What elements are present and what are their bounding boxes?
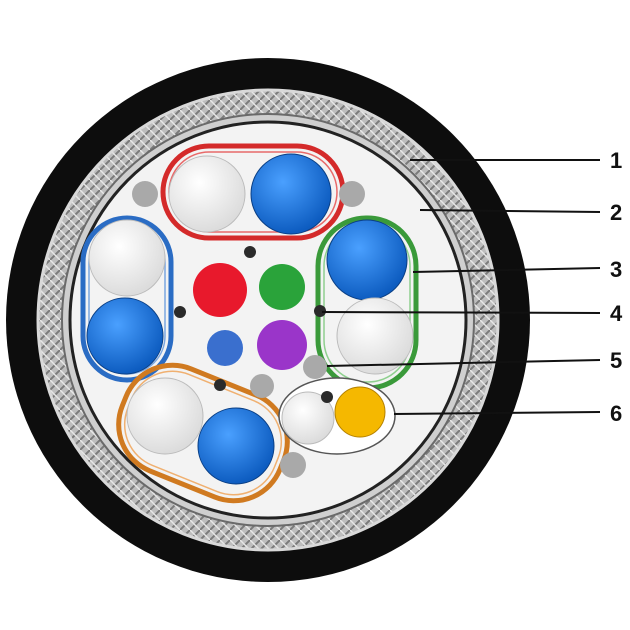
callout-line-4	[321, 311, 601, 314]
callout-label-5: 5	[610, 348, 622, 373]
callout-label-1: 1	[610, 148, 622, 173]
filler	[250, 374, 274, 398]
drain-wire	[314, 305, 326, 317]
callout-lines	[321, 159, 601, 415]
twisted-pair-blue	[80, 215, 174, 383]
drain-wire	[321, 391, 333, 403]
filler	[280, 452, 306, 478]
callout-label-3: 3	[610, 257, 622, 282]
conductor-white	[336, 297, 414, 375]
conductor-white	[281, 391, 335, 445]
callout-line-6	[393, 411, 601, 415]
filler	[339, 181, 365, 207]
filler	[132, 181, 158, 207]
filler	[303, 355, 327, 379]
conductor-white	[168, 155, 246, 233]
drain-wires	[174, 246, 333, 403]
drain-wire	[214, 379, 226, 391]
callout-label-6: 6	[610, 401, 622, 426]
conductor-blue	[326, 219, 408, 301]
core-green	[259, 264, 305, 310]
callout-label-2: 2	[610, 200, 622, 225]
callout-labels: 1 2 3 4 5 6	[610, 148, 623, 426]
conductor-blue	[197, 407, 275, 485]
fillers	[132, 181, 365, 478]
pair-white-yellow	[278, 377, 396, 455]
core-purple	[257, 320, 307, 370]
conductor-blue	[250, 153, 332, 235]
core-blue	[207, 330, 243, 366]
drain-wire	[174, 306, 186, 318]
callout-label-4: 4	[610, 301, 623, 326]
central-cores	[193, 263, 307, 370]
twisted-pair-green	[315, 215, 419, 391]
callout-line-5	[326, 359, 601, 367]
conductor-yellow	[334, 386, 386, 438]
callout-line-2	[419, 209, 601, 213]
core-red	[193, 263, 247, 317]
callout-line-3	[412, 267, 601, 273]
conductor-white	[88, 219, 166, 297]
conductor-white	[126, 377, 204, 455]
conductor-blue	[86, 297, 164, 375]
drain-wire	[244, 246, 256, 258]
